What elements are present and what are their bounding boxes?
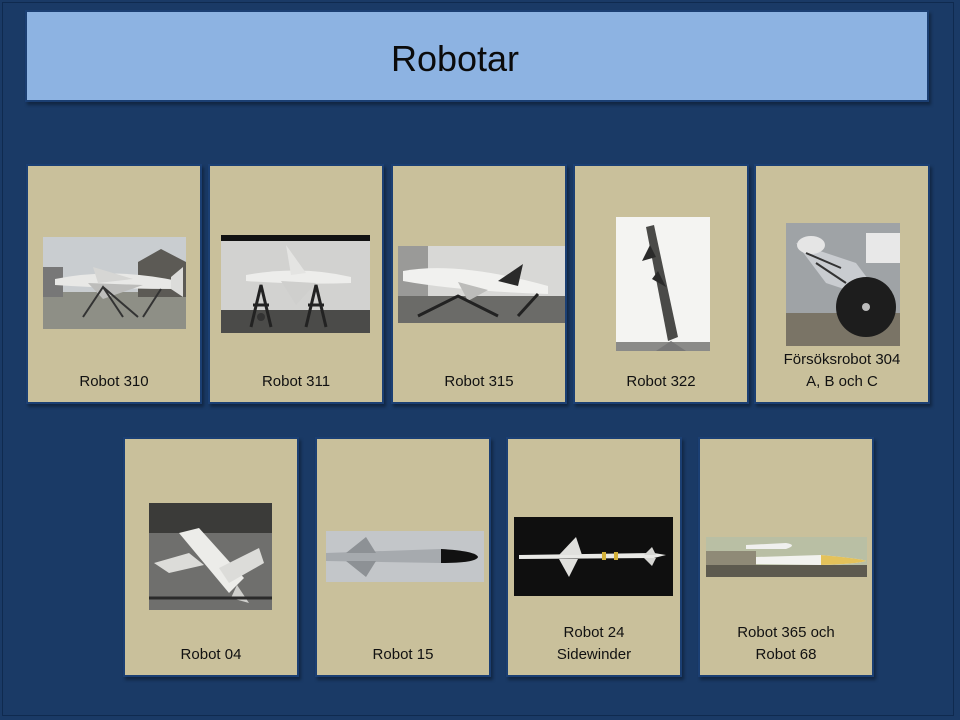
card-caption: Robot 315 [444, 373, 514, 390]
card-forsoksrobot-304[interactable]: Försöksrobot 304 A, B och C [754, 164, 930, 404]
card-robot-24[interactable]: Robot 24 Sidewinder [506, 437, 682, 677]
robot-311-photo [221, 235, 370, 333]
forsoksrobot-304-photo [786, 223, 900, 346]
robot-315-photo [398, 246, 565, 323]
card-caption: Robot 322 [626, 373, 696, 390]
card-robot-04[interactable]: Robot 04 [123, 437, 299, 677]
robot-04-photo [149, 503, 272, 610]
title-bar: Robotar [25, 10, 929, 102]
card-robot-365-68[interactable]: Robot 365 och Robot 68 [698, 437, 874, 677]
robot-322-photo [616, 217, 710, 351]
robot-24-photo [514, 517, 673, 596]
card-caption: Försöksrobot 304 A, B och C [783, 351, 901, 390]
card-robot-310[interactable]: Robot 310 [26, 164, 202, 404]
card-caption: Robot 365 och Robot 68 [737, 624, 835, 663]
card-robot-315[interactable]: Robot 315 [391, 164, 567, 404]
card-robot-322[interactable]: Robot 322 [573, 164, 749, 404]
robot-15-photo [326, 531, 484, 582]
card-caption: Robot 24 Sidewinder [556, 624, 632, 663]
card-caption: Robot 15 [372, 646, 434, 663]
card-robot-15[interactable]: Robot 15 [315, 437, 491, 677]
card-caption: Robot 04 [180, 646, 242, 663]
robot-310-photo [43, 237, 186, 329]
card-caption: Robot 311 [261, 373, 331, 390]
slide-title: Robotar [390, 38, 520, 79]
card-caption: Robot 310 [79, 373, 149, 390]
robot-365-68-photo [706, 537, 867, 577]
card-robot-311[interactable]: Robot 311 [208, 164, 384, 404]
